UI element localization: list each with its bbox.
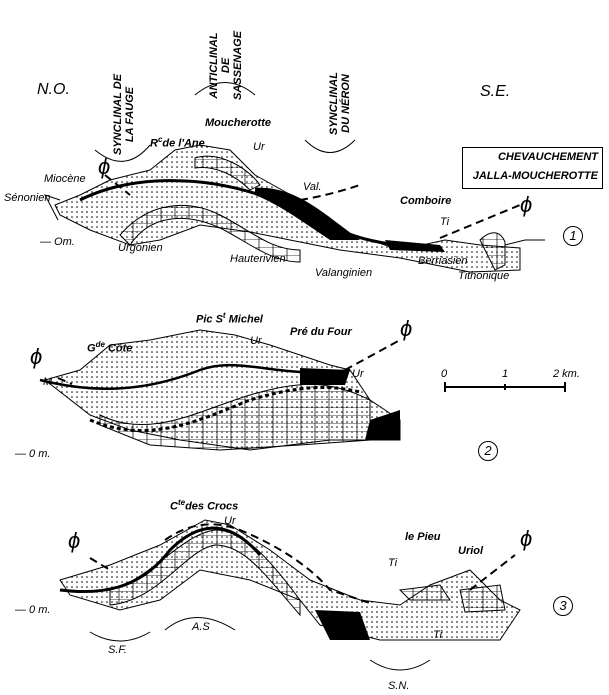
place-text: des Crocs: [185, 500, 239, 513]
place-grande-cote: Gde Côte: [87, 341, 132, 355]
stratum-senonien: Sénonien: [4, 192, 51, 204]
fold-label-line: DU NÉRON: [340, 74, 353, 133]
phi-symbol: ϕ: [98, 154, 111, 179]
place-text: R: [150, 137, 158, 150]
phi-symbol: ϕ: [68, 528, 81, 553]
stratum-ti: Ti: [433, 629, 443, 641]
place-moucherotte: Moucherotte: [205, 117, 271, 129]
place-comboire: Comboire: [400, 195, 452, 207]
scale-tick-0: 0: [441, 368, 448, 380]
place-text: te: [177, 498, 186, 507]
scale-tick-2km: 2 km.: [553, 368, 580, 380]
section-number-3: 3: [553, 596, 573, 616]
orientation-southeast: S.E.: [480, 83, 511, 100]
stratum-ur: Ur: [352, 368, 364, 380]
fold-label-line: SYNCLINAL DE: [112, 73, 124, 155]
stratum-valanginien: Valanginien: [315, 267, 373, 279]
stratum-hauterivien: Hauterivien: [230, 253, 286, 265]
place-cote-des-crocs: Ctedes Crocs: [170, 499, 238, 513]
zero-level-2: — 0 m.: [15, 448, 51, 460]
legend-line: JALLA-MOUCHEROTTE: [472, 170, 598, 182]
place-roc-de-l-ane: Rcde l'Ane: [150, 136, 205, 150]
stratum-tithonique: Tithonique: [458, 270, 510, 282]
fold-abbrev-as: A.S: [192, 621, 210, 633]
place-text: Côte: [104, 342, 133, 355]
fold-label-line: SYNCLINAL: [328, 72, 340, 135]
section-1-drawing: [43, 82, 545, 273]
phi-symbol: ϕ: [400, 316, 413, 341]
section-3-drawing: [59, 519, 521, 671]
fold-label-line: SASSENAGE: [232, 30, 245, 100]
stratum-ur: Ur: [250, 335, 262, 347]
stratum-miocene: Miocène: [44, 173, 86, 185]
orientation-northwest: N.O.: [37, 81, 70, 98]
scale-bar: [444, 382, 566, 392]
place-text: de: [95, 340, 105, 349]
fold-label-line: DE: [220, 57, 233, 74]
place-text: c: [157, 135, 163, 144]
place-text: C: [170, 500, 178, 513]
fold-label-line: LA FAUGE: [124, 86, 137, 143]
section-number-1: 1: [563, 226, 583, 246]
phi-symbol: ϕ: [520, 192, 533, 217]
phi-symbol: ϕ: [520, 526, 533, 551]
fold-label-line: ANTICLINAL: [208, 32, 220, 99]
fold-abbrev-sf: S.F.: [108, 644, 127, 656]
fold-abbrev-sn: S.N.: [388, 680, 410, 692]
legend-box-chevauchement: CHEVAUCHEMENT JALLA-MOUCHEROTTE: [462, 147, 603, 189]
stratum-ti: Ti: [388, 557, 398, 569]
place-pre-du-four: Pré du Four: [290, 326, 352, 338]
legend-line: CHEVAUCHEMENT: [497, 151, 598, 163]
place-text: Pic S: [196, 313, 223, 326]
zero-level-3: — 0 m.: [15, 604, 51, 616]
section-number-2: 2: [478, 441, 498, 461]
scale-tick-1: 1: [502, 368, 509, 380]
place-text: G: [87, 342, 96, 355]
stratum-ur: Ur: [224, 515, 236, 527]
stratum-ur: Ur: [253, 141, 265, 153]
stratum-m: M: [43, 376, 53, 388]
place-le-pieu: le Pieu: [405, 531, 441, 543]
stratum-val: Val.: [303, 181, 322, 193]
stratum-ti: Ti: [440, 216, 450, 228]
phi-symbol: ϕ: [30, 344, 43, 369]
stratum-berriasien: Berriasien: [418, 255, 468, 267]
place-text: Michel: [225, 313, 263, 326]
place-text: de l'Ane: [162, 137, 205, 150]
section-2-drawing: [39, 329, 566, 451]
place-uriol: Uriol: [458, 545, 484, 557]
zero-level-1: — Om.: [40, 236, 75, 248]
place-pic-st-michel: Pic St Michel: [196, 312, 263, 326]
place-text: t: [222, 311, 226, 320]
stratum-urgonien: Urgonien: [118, 242, 163, 254]
